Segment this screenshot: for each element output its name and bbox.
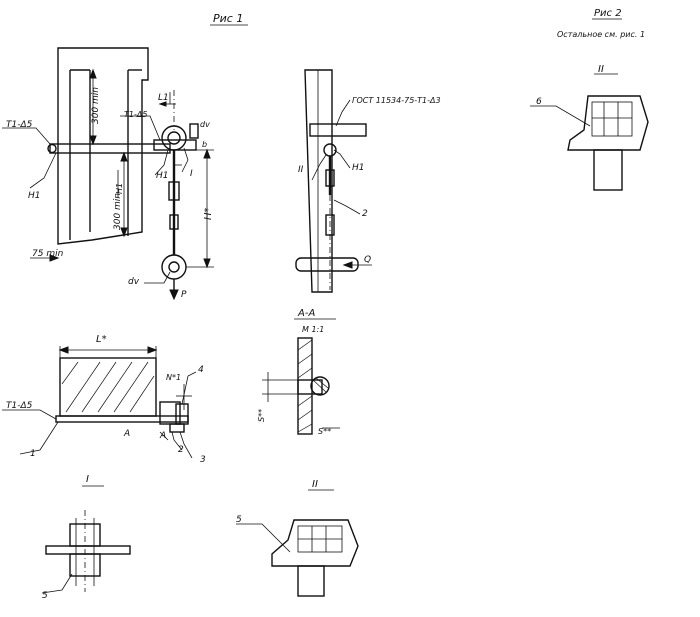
fig1-h1-left-label: Н1 [28,191,41,201]
plan-a-left-label: А [123,429,130,439]
side-gost-label: ГОСТ 11534-75-Т1-Δ3 [352,96,441,105]
plan-a-right-label: А [159,431,166,441]
fig2-detail-title: II [598,64,604,75]
fig1-i-label: I [190,169,193,179]
fig1-b-label: b [202,140,207,149]
plan-bar [55,415,189,423]
fig2-title: Рис 2 [594,8,622,19]
plan-l-label: L* [96,334,107,345]
fig1-title: Рис 1 [213,12,243,25]
fig1-weld-top-label: Т1-Δ5 [6,120,33,130]
side-view [295,69,372,293]
plan-view [2,346,197,459]
column-outline [57,47,149,245]
side-pipe [295,257,359,272]
detail-i-plate [45,545,131,555]
fig1-dim-300-bottom: 300 min [113,193,123,230]
side-ii-label: II [298,165,304,175]
fig1-h-label: Н* [203,207,214,220]
detail-i-5-label: 5 [42,591,48,601]
section-s-right: S** [318,427,331,436]
fig2-bracket [567,95,649,151]
detail-ii-title: II [312,479,318,490]
hanger-bar [49,143,171,154]
fig1-dim-300-top: 300 min [91,87,101,124]
section-aa [262,318,340,435]
plan-weld-label: Т1-Δ5 [6,401,33,411]
bottom-eye [161,254,187,280]
section-s-left: S** [257,409,266,422]
side-bar [309,123,367,137]
fig1-p-label: P [181,290,187,300]
side-column [304,69,333,293]
fig1-weld-small-label: Т1-Δ5 [124,110,147,119]
fig1-dv-top-label: dv [200,120,210,129]
plan-4-label: 4 [198,365,204,375]
fig1-h1-mid-label: Н1 [156,171,169,181]
detail-ii-5-label: 5 [236,515,242,525]
side-h1-label: Н1 [352,163,365,173]
fig2-6-label: 6 [536,97,542,107]
detail-i-title: I [86,474,89,485]
detail-i [41,485,131,594]
fig1-75-label: 75 min [32,249,64,259]
fig2 [530,18,649,191]
detail-ii-bracket [271,519,359,567]
plan-n-label: N*1 [166,373,181,382]
section-aa-title: А-А [297,308,315,319]
plan-2-label: 2 [178,445,184,455]
fig1-l1-label: L1 [158,93,169,103]
section-rod [310,376,330,396]
fig1-h1-small-label: Н1 [115,183,124,194]
side-2-label: 2 [362,209,368,219]
detail-ii [236,489,359,597]
side-q-label: Q [364,255,371,265]
plan-3-label: 3 [200,455,206,465]
fig2-subtitle: Остальное см. рис. 1 [557,30,645,39]
fig1-dv-bottom-label: dv [128,277,140,287]
plan-1-label: 1 [30,449,36,459]
section-aa-scale: М 1:1 [302,325,324,334]
fig1-front-view: Рис 1 [2,12,248,301]
